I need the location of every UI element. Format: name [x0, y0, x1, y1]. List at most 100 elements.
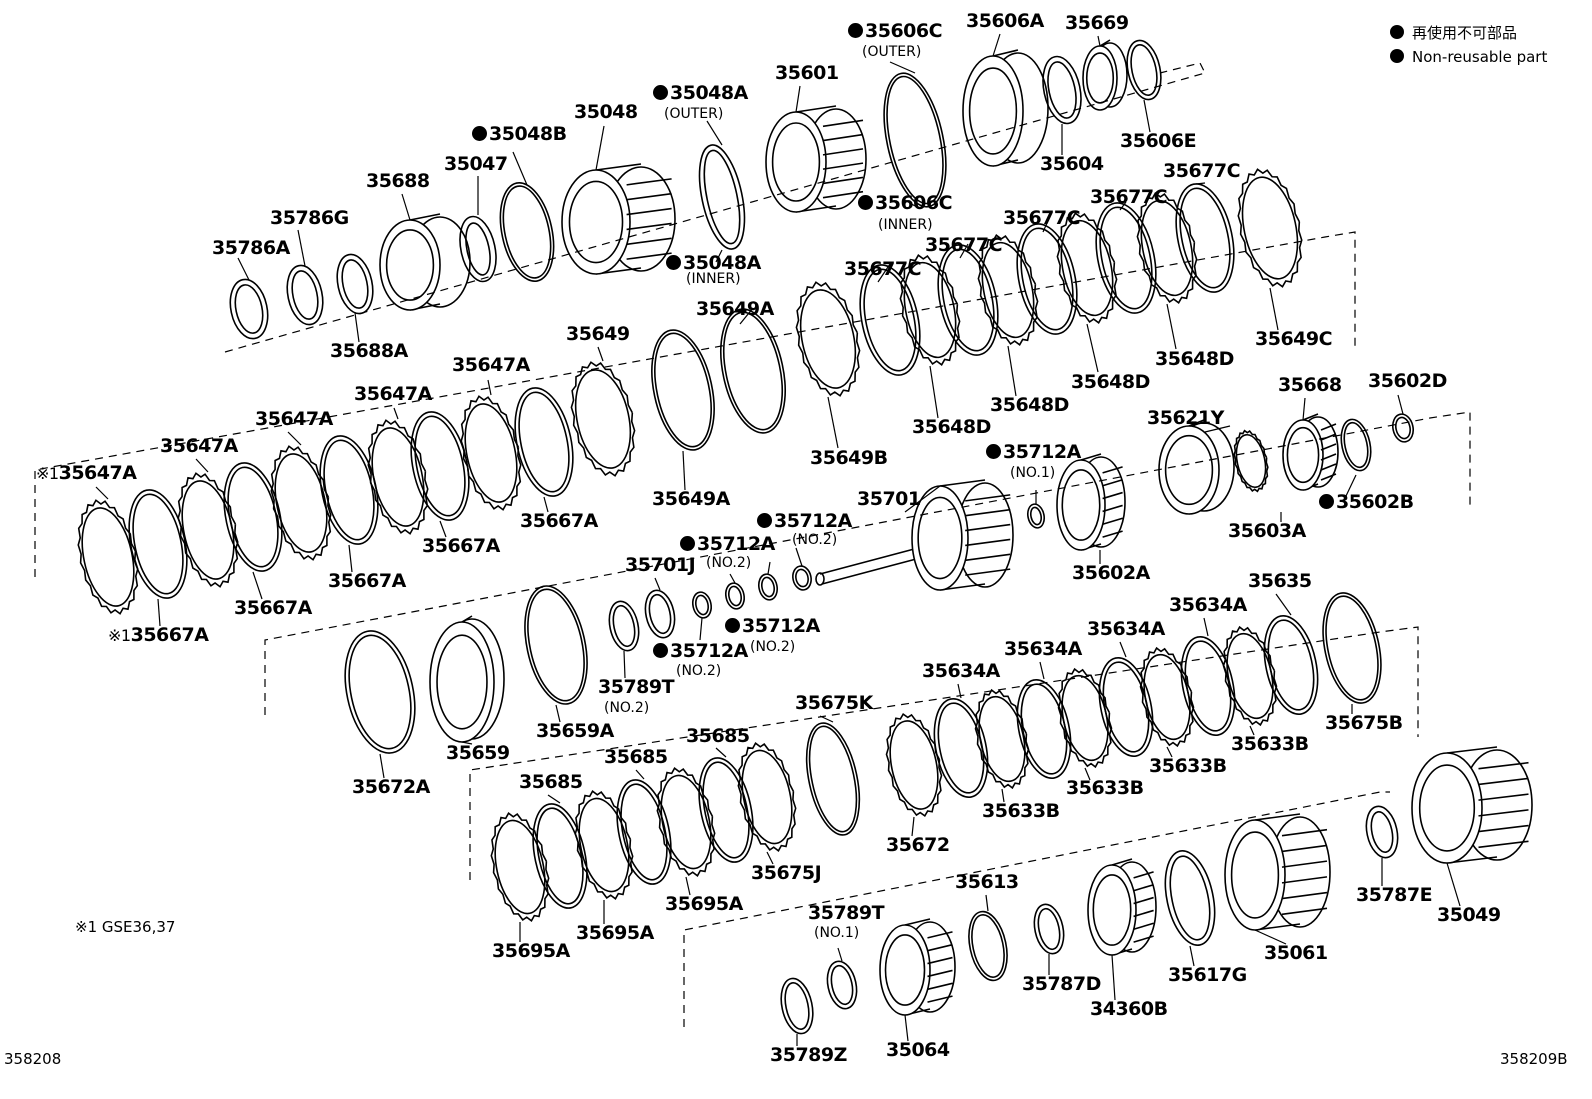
part-label-35667A-star[interactable]: ※135667A [108, 624, 209, 646]
part-label-35695A[interactable]: 35695A [665, 893, 743, 915]
part-label-35677C[interactable]: 35677C [844, 258, 922, 280]
plate-35633B [1139, 646, 1195, 748]
part-label-35789T-no1[interactable]: 35789T [808, 902, 885, 924]
part-label-35647A-star[interactable]: ※135647A [36, 462, 137, 484]
part-label-35635[interactable]: 35635 [1248, 570, 1312, 592]
part-label-35649A[interactable]: 35649A [652, 488, 730, 510]
part-label-35667A[interactable]: 35667A [520, 510, 598, 532]
part-label-35634A[interactable]: 35634A [1004, 638, 1082, 660]
plate-teeth [1056, 212, 1118, 324]
part-label-35712A-no2[interactable]: 35712A [757, 512, 852, 531]
part-label-35602A[interactable]: 35602A [1072, 562, 1150, 584]
part-label-35677C[interactable]: 35677C [925, 234, 1003, 256]
part-label-35649B[interactable]: 35649B [810, 447, 888, 469]
part-label-35712A-no2[interactable]: 35712A [653, 642, 748, 661]
part-label-35606C-inner[interactable]: 35606C [858, 194, 953, 213]
part-label-35606C-outer[interactable]: 35606C [848, 22, 943, 41]
part-label-35675B[interactable]: 35675B [1325, 712, 1403, 734]
part-label-35668[interactable]: 35668 [1278, 374, 1342, 396]
part-label-35048A-inner[interactable]: 35048A [666, 254, 761, 273]
part-label-35604[interactable]: 35604 [1040, 153, 1104, 175]
part-label-35606A[interactable]: 35606A [966, 10, 1044, 32]
part-label-35685[interactable]: 35685 [686, 725, 750, 747]
part-label-35677C[interactable]: 35677C [1090, 186, 1168, 208]
part-label-35048[interactable]: 35048 [574, 101, 638, 123]
part-label-35659[interactable]: 35659 [446, 742, 510, 764]
ring-outer [1095, 202, 1157, 314]
part-label-35061[interactable]: 35061 [1264, 942, 1328, 964]
part-label-35789Z[interactable]: 35789Z [770, 1044, 847, 1066]
part-label-35617G[interactable]: 35617G [1168, 964, 1247, 986]
part-label-35601[interactable]: 35601 [775, 62, 839, 84]
part-label-35649C[interactable]: 35649C [1255, 328, 1333, 350]
part-label-35677C[interactable]: 35677C [1003, 207, 1081, 229]
disc-35677C [1016, 223, 1078, 335]
part-label-35649[interactable]: 35649 [566, 323, 630, 345]
plate-35695A [490, 812, 550, 922]
part-label-35621Y[interactable]: 35621Y [1147, 407, 1224, 429]
part-label-35634A[interactable]: 35634A [922, 660, 1000, 682]
part-label-35688[interactable]: 35688 [366, 170, 430, 192]
part-label-35047[interactable]: 35047 [444, 153, 508, 175]
part-label-35613[interactable]: 35613 [955, 871, 1019, 893]
part-label-35695A[interactable]: 35695A [576, 922, 654, 944]
plate-inner [799, 289, 857, 389]
part-label-35648D[interactable]: 35648D [912, 416, 991, 438]
part-label-35701[interactable]: 35701 [857, 488, 921, 510]
part-label-35648D[interactable]: 35648D [1155, 348, 1234, 370]
dashed-outline [683, 791, 1390, 1027]
part-label-35712A-no2[interactable]: 35712A [680, 535, 775, 554]
part-label-35634A[interactable]: 35634A [1087, 618, 1165, 640]
part-label-35787E[interactable]: 35787E [1356, 884, 1433, 906]
part-label-35787D[interactable]: 35787D [1022, 973, 1101, 995]
part-label-35786A[interactable]: 35786A [212, 237, 290, 259]
ring-outer [1164, 850, 1216, 946]
part-label-35675K[interactable]: 35675K [795, 692, 873, 714]
part-label-35667A[interactable]: 35667A [422, 535, 500, 557]
part-label-35647A[interactable]: 35647A [452, 354, 530, 376]
part-label-35606E[interactable]: 35606E [1120, 130, 1197, 152]
snap-ring-35606E [1126, 39, 1162, 101]
part-label-35064[interactable]: 35064 [886, 1039, 950, 1061]
part-label-35049[interactable]: 35049 [1437, 904, 1501, 926]
part-label-35648D[interactable]: 35648D [990, 394, 1069, 416]
part-label-35602D[interactable]: 35602D [1368, 370, 1447, 392]
part-label-35688A[interactable]: 35688A [330, 340, 408, 362]
part-label-35647A[interactable]: 35647A [255, 408, 333, 430]
part-label-35695A[interactable]: 35695A [492, 940, 570, 962]
part-label-35669[interactable]: 35669 [1065, 12, 1129, 34]
part-label-35685[interactable]: 35685 [519, 771, 583, 793]
part-label-35603A[interactable]: 35603A [1228, 520, 1306, 542]
part-label-35667A[interactable]: 35667A [328, 570, 406, 592]
part-label-35633B[interactable]: 35633B [1231, 733, 1309, 755]
part-label-35048B[interactable]: 35048B [472, 125, 567, 144]
part-label-35649A[interactable]: 35649A [696, 298, 774, 320]
part-label-35712A-no1[interactable]: 35712A [986, 443, 1081, 462]
part-label-35602B[interactable]: 35602B [1319, 493, 1414, 512]
part-label-35685[interactable]: 35685 [604, 746, 668, 768]
part-label-35634A[interactable]: 35634A [1169, 594, 1247, 616]
part-label-35647A[interactable]: 35647A [354, 383, 432, 405]
part-label-35647A[interactable]: 35647A [160, 435, 238, 457]
dashed-outline [469, 626, 1419, 880]
part-label-35648D[interactable]: 35648D [1071, 371, 1150, 393]
part-label-35789T-no2[interactable]: 35789T [598, 676, 675, 698]
part-label-35633B[interactable]: 35633B [982, 800, 1060, 822]
part-label-35667A[interactable]: 35667A [234, 597, 312, 619]
part-label-35786G[interactable]: 35786G [270, 207, 349, 229]
part-label-35712A-no2[interactable]: 35712A [725, 617, 820, 636]
part-label-35701J[interactable]: 35701J [625, 554, 696, 576]
part-label-34360B[interactable]: 34360B [1090, 998, 1168, 1020]
part-label-35633B[interactable]: 35633B [1149, 755, 1227, 777]
part-label-35677C[interactable]: 35677C [1163, 160, 1241, 182]
plate-inner [1140, 199, 1194, 297]
leader-line [252, 571, 263, 600]
part-label-35675J[interactable]: 35675J [751, 862, 822, 884]
plate-35613 [968, 910, 1008, 982]
part-label-35672[interactable]: 35672 [886, 834, 950, 856]
part-label-35048A-outer[interactable]: 35048A [653, 84, 748, 103]
part-label-35672A[interactable]: 35672A [352, 776, 430, 798]
drum-rib [822, 133, 864, 142]
part-label-35659A[interactable]: 35659A [536, 720, 614, 742]
part-label-35633B[interactable]: 35633B [1066, 777, 1144, 799]
